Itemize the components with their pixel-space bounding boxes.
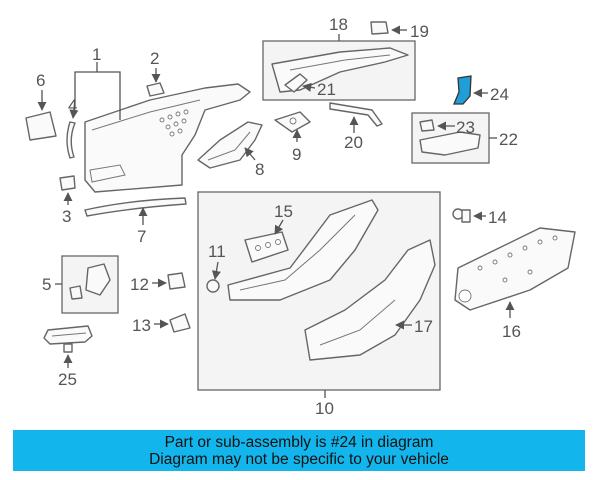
callout-5: 5 bbox=[42, 275, 51, 294]
parts-diagram: 1 2 4 6 3 7 8 9 20 bbox=[25, 15, 576, 418]
callout-20: 20 bbox=[344, 133, 363, 152]
callout-11: 11 bbox=[208, 242, 226, 261]
group-10[interactable] bbox=[197, 191, 441, 391]
part-12-clip[interactable] bbox=[167, 272, 186, 290]
part-9-bracket[interactable] bbox=[274, 111, 311, 133]
callout-12: 12 bbox=[130, 275, 149, 294]
callout-15: 15 bbox=[274, 202, 293, 221]
callout-21: 21 bbox=[317, 80, 336, 99]
callout-14: 14 bbox=[488, 208, 507, 227]
callout-23: 23 bbox=[456, 118, 475, 137]
part-1-quarter-trim[interactable] bbox=[84, 83, 251, 193]
part-2-clip[interactable] bbox=[146, 82, 165, 97]
group-18[interactable] bbox=[262, 40, 416, 101]
part-14-fastener[interactable] bbox=[452, 208, 471, 223]
part-16-panel[interactable] bbox=[454, 227, 576, 311]
part-13-clip[interactable] bbox=[169, 313, 191, 333]
callout-7: 7 bbox=[137, 227, 146, 246]
part-25-lamp[interactable] bbox=[43, 325, 93, 353]
group-5[interactable] bbox=[61, 255, 119, 314]
part-3-bracket[interactable] bbox=[59, 175, 76, 191]
banner-line-1: Part or sub-assembly is #24 in diagram bbox=[164, 433, 434, 451]
callout-6: 6 bbox=[36, 71, 45, 90]
info-banner: Part or sub-assembly is #24 in diagram D… bbox=[13, 430, 585, 471]
group-22[interactable] bbox=[411, 112, 490, 164]
part-6-pad[interactable] bbox=[25, 111, 57, 141]
banner-line-2: Diagram may not be specific to your vehi… bbox=[149, 450, 449, 468]
callout-10: 10 bbox=[315, 399, 334, 418]
part-4-seal[interactable] bbox=[66, 121, 76, 159]
callout-3: 3 bbox=[62, 207, 71, 226]
callout-13: 13 bbox=[132, 316, 151, 335]
part-24-highlighted[interactable] bbox=[453, 75, 472, 105]
callout-19: 19 bbox=[410, 22, 429, 41]
part-20-rail[interactable] bbox=[329, 102, 383, 127]
callout-16: 16 bbox=[502, 322, 521, 341]
callout-22: 22 bbox=[499, 130, 518, 149]
callout-8: 8 bbox=[255, 160, 264, 179]
callout-25: 25 bbox=[58, 370, 77, 389]
part-19-clip[interactable] bbox=[370, 21, 389, 35]
callout-9: 9 bbox=[292, 145, 301, 164]
callout-17: 17 bbox=[414, 317, 433, 336]
part-7-sill-strip[interactable] bbox=[84, 197, 187, 217]
callout-18: 18 bbox=[329, 15, 348, 34]
part-8-trim[interactable] bbox=[197, 121, 263, 169]
callout-2: 2 bbox=[150, 49, 159, 68]
callout-1: 1 bbox=[92, 45, 101, 64]
callout-4: 4 bbox=[68, 96, 77, 115]
callout-24: 24 bbox=[490, 85, 509, 104]
